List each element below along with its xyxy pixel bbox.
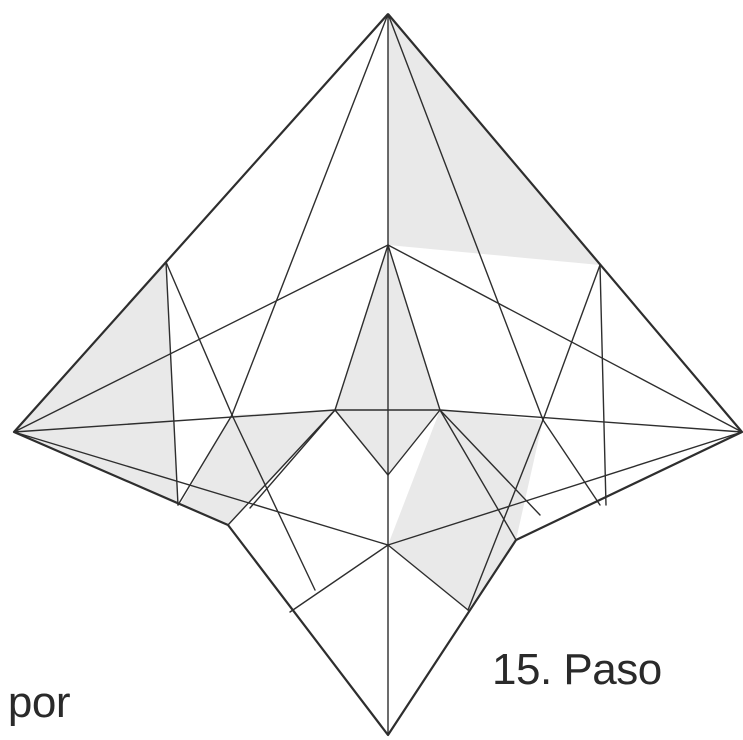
shaded-faces bbox=[14, 14, 742, 610]
crease-line bbox=[543, 265, 600, 420]
step-label: 15. Paso bbox=[492, 645, 662, 695]
crease-line bbox=[388, 245, 742, 432]
caption-fragment-left: r por bbox=[0, 678, 70, 728]
crease-line bbox=[166, 262, 232, 415]
crease-line bbox=[600, 265, 606, 505]
crease-line bbox=[14, 432, 388, 545]
crease-line bbox=[290, 545, 388, 612]
crease-line bbox=[14, 245, 388, 432]
